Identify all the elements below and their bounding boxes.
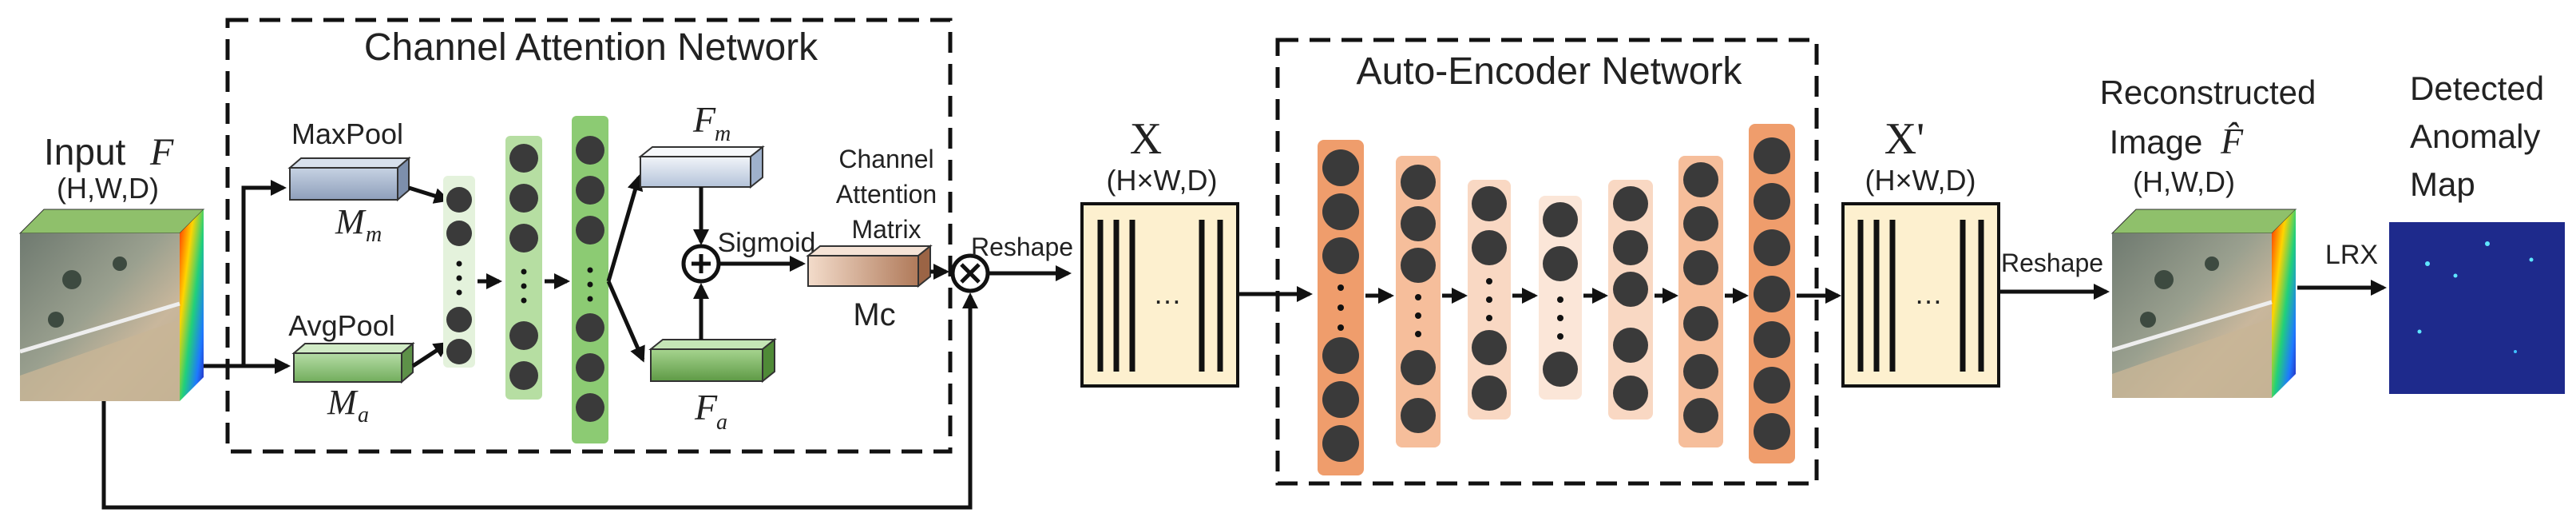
maxpool-box xyxy=(287,156,411,202)
autoencoder-box xyxy=(1275,38,1819,486)
decoder-layer-2 xyxy=(1678,156,1723,447)
fa-symbol: F xyxy=(694,387,718,428)
fm-box xyxy=(638,145,765,189)
reconstructed-symbol: F̂ xyxy=(2220,121,2244,161)
avgpool-label: AvgPool xyxy=(288,309,394,342)
reshape-2-label: Reshape xyxy=(2001,249,2103,277)
reconstructed-dims: (H,W,D) xyxy=(2133,165,2235,198)
bottleneck-layer xyxy=(1539,196,1582,400)
mlp-layer-1 xyxy=(443,176,475,368)
avgpool-box xyxy=(291,341,415,384)
matrix-label-line-3: Matrix xyxy=(851,215,921,244)
decoder-layer-3 xyxy=(1749,124,1795,463)
input-title: Input xyxy=(44,131,126,173)
matrix-label-line-2: Attention xyxy=(836,180,937,209)
fa-box xyxy=(648,337,777,384)
channel-attention-box xyxy=(225,18,953,454)
encoder-layer-2 xyxy=(1396,156,1441,447)
reconstructed-line-1: Reconstructed xyxy=(2100,74,2316,111)
maxpool-subscript: m xyxy=(366,222,382,247)
channel-attention-matrix-box xyxy=(806,244,933,288)
maxpool-symbol: M xyxy=(335,202,367,241)
input-dims: (H,W,D) xyxy=(57,172,159,205)
mc-label: Mc xyxy=(853,297,895,332)
channel-attention-title: Channel Attention Network xyxy=(364,26,818,69)
x-dims: (H×W,D) xyxy=(1107,164,1218,197)
x-prime-ellipsis: … xyxy=(1914,277,1943,310)
reconstructed-hyperspectral-cube xyxy=(2110,209,2297,398)
x-prime-dims: (H×W,D) xyxy=(1865,164,1976,197)
fm-subscript: m xyxy=(715,121,731,146)
avgpool-symbol: M xyxy=(327,383,359,422)
lrx-label: LRX xyxy=(2325,240,2378,270)
detected-line-2: Anomaly xyxy=(2410,117,2540,155)
fm-symbol: F xyxy=(692,99,716,140)
sigmoid-label: Sigmoid xyxy=(718,228,816,258)
decoder-layer-1 xyxy=(1608,180,1653,420)
x-ellipsis: … xyxy=(1153,277,1182,310)
avgpool-subscript: a xyxy=(358,403,369,428)
encoder-layer-1 xyxy=(1318,140,1364,475)
x-matrix xyxy=(1080,202,1239,388)
anomaly-map-image xyxy=(2389,222,2565,394)
matrix-label-line-1: Channel xyxy=(838,145,933,173)
maxpool-label: MaxPool xyxy=(291,117,403,150)
detected-line-3: Map xyxy=(2410,165,2475,203)
input-block: Input F (H,W,D) xyxy=(18,131,205,401)
reshape-1-label: Reshape xyxy=(971,233,1073,261)
x-symbol: X xyxy=(1130,114,1162,164)
x-prime-matrix xyxy=(1841,202,2000,388)
mlp-layer-2 xyxy=(505,136,542,400)
encoder-layer-3 xyxy=(1468,180,1511,420)
input-hyperspectral-cube xyxy=(18,209,205,401)
fa-subscript: a xyxy=(716,410,727,435)
mlp-layer-3 xyxy=(572,116,608,443)
add-operator-icon xyxy=(681,244,721,284)
input-symbol: F xyxy=(149,131,174,173)
reconstructed-line-2: Image xyxy=(2110,123,2203,161)
detected-line-1: Detected xyxy=(2410,70,2544,107)
autoencoder-title: Auto-Encoder Network xyxy=(1357,50,1743,93)
x-prime-symbol: X' xyxy=(1884,114,1925,164)
